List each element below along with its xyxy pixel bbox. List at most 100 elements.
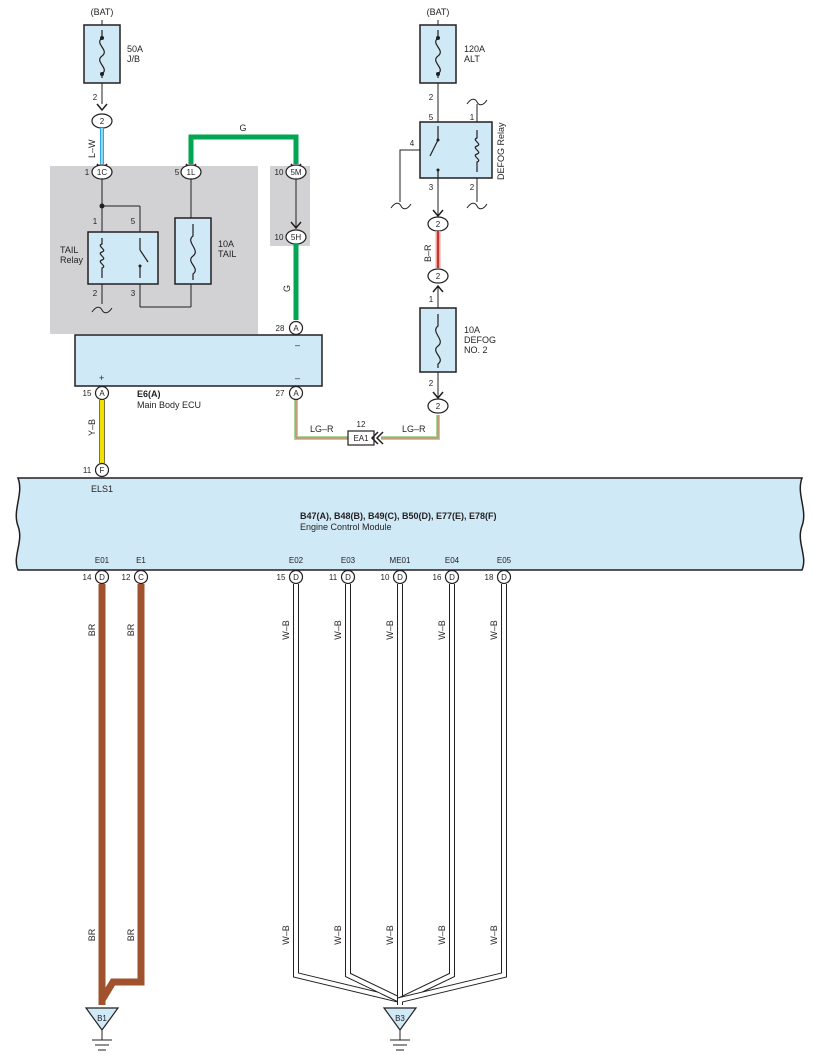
ground-b3-label: B3 — [395, 1014, 405, 1023]
ecm-pin-number: 14 — [83, 573, 92, 582]
wire-label-lgr-left: LG–R — [310, 424, 334, 434]
wire-label-upper: W–B — [385, 620, 395, 640]
connector-2d — [427, 398, 449, 414]
tail-fuse-amp: 10A — [218, 239, 234, 249]
ecm-connector-letter: D — [449, 573, 455, 582]
engine-control-module — [15, 477, 805, 571]
svg-text:4: 4 — [410, 139, 415, 148]
svg-text:15: 15 — [83, 389, 92, 398]
wire-label-upper: BR — [87, 623, 97, 636]
svg-text:1C: 1C — [97, 168, 107, 177]
svg-text:EA1: EA1 — [353, 434, 369, 443]
fuse-icon — [435, 30, 441, 78]
ecm-pin-number: 10 — [381, 573, 390, 582]
ecm-connector-letter: C — [138, 573, 144, 582]
connector-a15 — [94, 385, 110, 401]
wire-br-e1 — [99, 584, 145, 1002]
svg-text:–: – — [295, 340, 300, 350]
wire-label-upper: W–B — [281, 620, 291, 640]
ecm-connector-letter: D — [345, 573, 351, 582]
bat-label-1: (BAT) — [91, 7, 114, 17]
ecm-pin-number: 15 — [277, 573, 286, 582]
pin-2-fuse2: 2 — [429, 93, 434, 102]
ecm-pin-number: 16 — [433, 573, 442, 582]
ecm-connector-letter: D — [501, 573, 507, 582]
ecm-terminal-label: E02 — [289, 556, 304, 565]
svg-text:3: 3 — [429, 183, 434, 192]
fuse-120a-alt — [419, 24, 457, 84]
wire-label-lower: W–B — [489, 925, 499, 945]
svg-text:11: 11 — [83, 466, 92, 475]
wire-label-br-defog: B–R — [423, 244, 433, 262]
defog-relay — [419, 121, 493, 179]
bat-label-2: (BAT) — [427, 7, 450, 17]
tail-fuse-name: TAIL — [218, 249, 236, 259]
ecm-connector-letter: D — [397, 573, 403, 582]
wire-label-upper: BR — [126, 623, 136, 636]
fuse1-name: J/B — [127, 54, 140, 64]
fuse1-amp: 50A — [127, 44, 143, 54]
connector-2c — [427, 268, 449, 284]
wire-label-upper: W–B — [333, 620, 343, 640]
wire-label-g-top: G — [239, 123, 246, 133]
svg-text:27: 27 — [276, 389, 285, 398]
svg-text:2: 2 — [436, 272, 441, 281]
ecm-terminal-label: E01 — [95, 556, 110, 565]
svg-text:–: – — [295, 373, 300, 383]
ecm-code: B47(A), B48(B), B49(C), B50(D), E77(E), … — [300, 511, 497, 521]
pin-5m-num: 10 — [275, 168, 284, 177]
ground-b1 — [84, 1007, 120, 1051]
relay-switch-icon — [429, 139, 439, 157]
ecm-connector — [392, 569, 408, 585]
svg-text:1L: 1L — [187, 168, 196, 177]
svg-text:1: 1 — [470, 113, 475, 122]
pin-2-fuse1: 2 — [93, 93, 98, 102]
ecm-els1: ELS1 — [91, 484, 113, 494]
svg-text:2: 2 — [470, 183, 475, 192]
ecu-name: Main Body ECU — [137, 400, 201, 410]
ecm-connector — [94, 569, 110, 585]
svg-text:5: 5 — [429, 113, 434, 122]
ecm-pin-number: 11 — [329, 573, 338, 582]
svg-text:5M: 5M — [290, 168, 301, 177]
svg-text:2: 2 — [93, 289, 98, 298]
svg-text:A: A — [293, 389, 299, 398]
fuse-icon — [190, 224, 196, 280]
defog-fuse-name1: DEFOG — [464, 335, 496, 345]
fuse-10a-tail — [174, 217, 212, 285]
tail-relay-name1: TAIL — [60, 245, 78, 255]
wire-wb — [398, 584, 506, 1005]
svg-text:2: 2 — [100, 117, 105, 126]
fuse-icon — [435, 314, 441, 368]
svg-text:28: 28 — [276, 324, 285, 333]
ecm-terminal-label: E1 — [136, 556, 146, 565]
ecm-pin-number: 18 — [485, 573, 494, 582]
wire-label-g-side: G — [282, 285, 292, 292]
wire-label-lgr-right: LG–R — [402, 424, 426, 434]
ground-b1-label: B1 — [97, 1014, 107, 1023]
ecm-pin-number: 12 — [122, 573, 131, 582]
svg-text:A: A — [99, 389, 105, 398]
ecm-pin-group: E01D14BRBRE1C12BRBRE02D15W–BW–BE03D11W–B… — [83, 556, 512, 945]
pin-1l-num: 5 — [175, 168, 180, 177]
svg-text:1: 1 — [93, 217, 98, 226]
wire-label-lw: L–W — [87, 139, 97, 158]
pin-5h-num: 10 — [275, 233, 284, 242]
wire-label-lower: BR — [126, 928, 136, 941]
defog-relay-name: DEFOG Relay — [496, 122, 506, 180]
wire-g-top — [188, 134, 299, 164]
svg-text:1: 1 — [429, 295, 434, 304]
defog-fuse-name2: NO. 2 — [464, 345, 488, 355]
main-body-ecu — [74, 334, 323, 387]
ecm-terminal-label: E04 — [445, 556, 460, 565]
ecm-connector — [288, 569, 304, 585]
wire-label-lower: W–B — [437, 925, 447, 945]
connector-ea1 — [347, 430, 375, 446]
ecm-terminal-label: E03 — [341, 556, 356, 565]
ecm-connector-letter: D — [99, 573, 105, 582]
